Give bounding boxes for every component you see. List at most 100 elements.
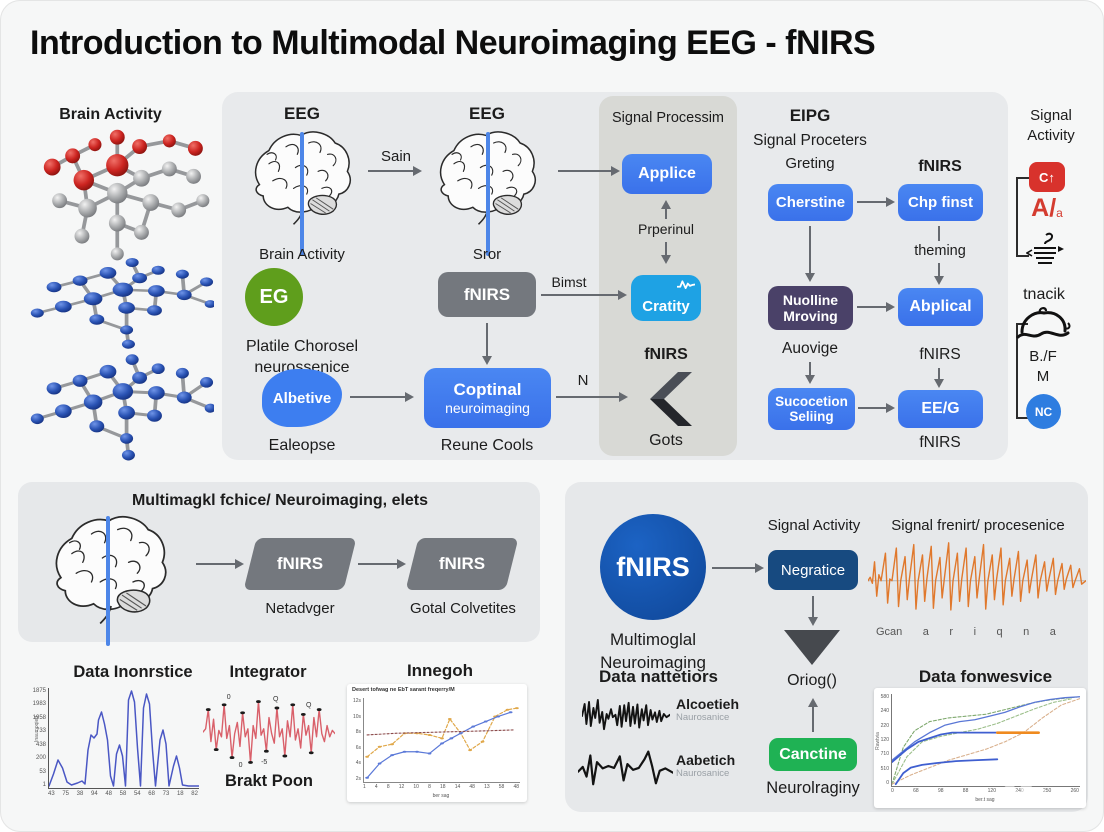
cherstine-text: Cherstine — [775, 194, 846, 211]
font-aa-icon: A/ a — [1026, 194, 1068, 223]
fnirs-parallelogram-2: fNIRS — [412, 538, 512, 590]
arrow-theming-down — [938, 263, 941, 283]
wave-ecg — [578, 742, 673, 790]
sain-label: Sain — [380, 148, 412, 165]
molecule-red-gray — [43, 129, 210, 261]
wave2-labels: Aabetich Naurosanice — [676, 752, 756, 779]
nc-badge-text: NC — [1034, 404, 1053, 419]
negratice-text: Negratice — [780, 561, 846, 579]
waveform-icon — [677, 280, 695, 289]
bracket-top — [1016, 177, 1029, 257]
applice-box: Applice — [622, 154, 712, 194]
aa-main: A/ — [1031, 194, 1057, 222]
nuolline-line1: Nuolline — [782, 292, 839, 308]
eg-caption-line1: Platile Chorosel — [245, 338, 359, 355]
fnirs-para2-text: fNIRS — [438, 554, 486, 573]
wave1-label: Alcoetieh — [676, 696, 740, 712]
abplical-box: Abplical — [898, 288, 983, 326]
fnirs-circle-text: fNIRS — [616, 551, 690, 582]
arrow-cherstine-down — [809, 226, 812, 280]
oriog-label: Oriog() — [787, 672, 837, 689]
arrow-fnirs-to-coptinal — [486, 323, 489, 363]
sucocetion-box: Sucocetion Seliing — [768, 388, 855, 430]
wave-scribble — [582, 694, 670, 734]
fnirs-circle: fNIRS — [600, 514, 706, 620]
bimst-label: Bimst — [551, 274, 587, 290]
molecule-blue-2 — [30, 354, 214, 461]
aa-sub: a — [1056, 205, 1063, 220]
chart3-inner-title: Desert tofwag ne EbT sarant freqerry/M — [352, 687, 455, 693]
fnirs-para1-text: fNIRS — [276, 554, 324, 573]
chart2-caption: Brakt Poon — [224, 772, 313, 790]
negratice-box: Negratice — [768, 550, 858, 590]
chart3-xlabel: ber sag — [432, 793, 450, 799]
eeg-slash-text: EE/G — [921, 400, 960, 417]
eipg-fnirs-top: fNIRS — [918, 158, 962, 175]
nc-badge: NC — [1026, 394, 1061, 429]
watermark: QEc — [1002, 782, 1049, 804]
arrow-nuolline-to-abplical — [857, 306, 893, 309]
arrow-negratice-down — [812, 596, 815, 624]
canctine-text: Canctine — [779, 745, 847, 763]
strip-fnirs-label: fNIRS — [644, 346, 688, 363]
tnacik-header: tnacik — [1023, 286, 1065, 303]
page-title: Introduction to Multimodal Neuroimaging … — [30, 24, 876, 62]
arrow-coptinal-to-chevron — [556, 396, 626, 399]
coptinal-line1: Coptinal — [453, 380, 522, 399]
signal-frenirt-header: Signal frenirt/ procesenice — [891, 517, 1065, 534]
chart1-plot — [48, 688, 199, 789]
eg-badge-text: EG — [259, 285, 289, 308]
chart3-title: Innegoh — [406, 661, 474, 680]
eg-caption-line2: neurossenice — [254, 359, 350, 376]
caption-red-badge: C↑ — [1029, 162, 1065, 192]
multimodal-panel-title: Multimagkl fchice/ Neuroimaging, elets — [131, 492, 429, 509]
eipg-subheader: Signal Proceters — [753, 132, 867, 149]
eipg-greting: Greting — [785, 155, 835, 172]
cots-label: Gots — [649, 432, 683, 449]
signal-strip-header: Signal Processim — [611, 110, 724, 126]
eg-badge: EG — [245, 268, 303, 326]
chpfinst-text: Chp finst — [908, 194, 973, 211]
arrow-prperinul-up — [665, 202, 668, 219]
canctine-box: Canctine — [769, 738, 857, 771]
arrow-sain — [368, 170, 420, 173]
nuolline-box: Nuolline Mroving — [768, 286, 853, 330]
red-badge-text: C↑ — [1039, 169, 1055, 185]
eipg-fnirs-mid: fNIRS — [919, 346, 961, 363]
eipg-header: EIPG — [789, 106, 831, 125]
cratity-text: Cratity — [642, 298, 690, 315]
theming-label: theming — [914, 243, 966, 259]
eeg-probe-line-1 — [300, 132, 304, 256]
molecule-blue-1 — [30, 257, 214, 349]
chart5-xlabel: ber.t sag — [975, 797, 995, 803]
arrow-canctine-up — [812, 700, 815, 732]
eeg-probe-line-3 — [106, 516, 110, 646]
eeg-probe-line-2 — [486, 132, 490, 256]
eeg2-label: EEG — [469, 104, 505, 123]
wave2-label: Aabetich — [676, 752, 736, 768]
n-label: N — [577, 372, 589, 389]
bf-label: B./F — [1029, 348, 1057, 365]
nuolline-line2: Mroving — [783, 308, 838, 324]
prperinul-label: Prperinul — [637, 221, 695, 237]
brain-sketch-3 — [34, 510, 186, 630]
bell-icon — [1016, 307, 1071, 339]
wave2-sublabel: Naurosanice — [676, 768, 730, 779]
sucocetion-line2: Seliing — [789, 409, 834, 424]
eipg-fnirs-bottom: fNIRS — [919, 434, 961, 451]
signal-activity-line2: Activity — [1027, 127, 1075, 144]
brain1-caption: Brain Activity — [259, 246, 345, 263]
arrow-prperinul-down — [665, 242, 668, 262]
arrow-fnirsmid-down — [938, 368, 941, 386]
circle-caption-line2: Neuroimaging — [600, 653, 706, 672]
wave1-labels: Alcoetieh Naurosanice — [676, 696, 756, 723]
